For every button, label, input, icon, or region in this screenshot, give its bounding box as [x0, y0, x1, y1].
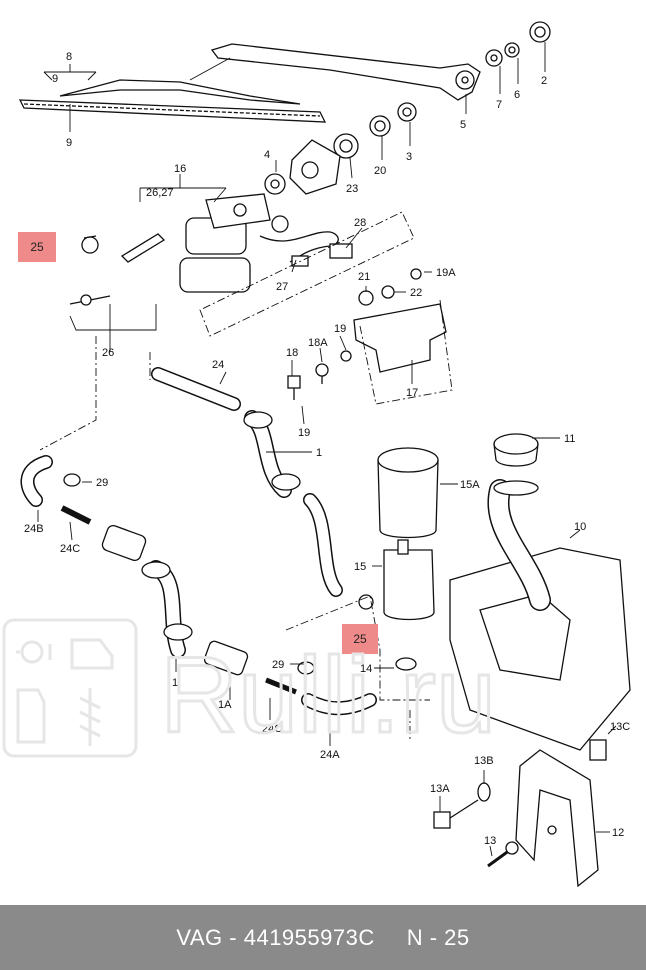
hose-part-24b[interactable] [20, 455, 53, 507]
callout-16: 16 [174, 163, 186, 175]
callout-1-lower: 1 [172, 677, 178, 689]
callout-13: 13 [484, 835, 496, 847]
callout-8: 8 [66, 51, 72, 63]
hose-part-24c[interactable] [60, 505, 92, 525]
bolt-part-13a[interactable] [433, 799, 479, 829]
hose-part-24a[interactable] [265, 677, 377, 716]
callout-6: 6 [514, 89, 520, 101]
nut-part-6[interactable] [504, 42, 520, 58]
footer-bar: VAG - 441955973C N - 25 [0, 905, 646, 970]
cable-harness[interactable] [259, 231, 353, 267]
washer-part-13b[interactable] [477, 782, 491, 802]
callout-28: 28 [354, 217, 366, 229]
callout-labels: 8 9 9 5 2 6 7 3 20 23 4 16 26,27 28 27 1… [24, 51, 630, 847]
bracket-part-12[interactable] [515, 749, 599, 888]
page-indicator: N - 25 [406, 924, 470, 950]
washer-part-7[interactable] [485, 49, 503, 67]
callout-22: 22 [410, 287, 422, 299]
washer-part-20[interactable] [369, 115, 391, 137]
callout-11: 11 [564, 433, 575, 445]
screw-part-13[interactable] [487, 841, 519, 868]
callout-29-upper: 29 [96, 477, 108, 489]
hose-part-1-lower[interactable] [141, 560, 193, 658]
callout-24c: 24C [60, 543, 80, 555]
callout-7: 7 [496, 99, 502, 111]
exploded-parts-diagram: 8 9 9 5 2 6 7 3 20 23 4 16 26,27 28 27 1… [18, 21, 631, 888]
hose-part-1-upper[interactable] [243, 410, 301, 498]
bracket-part-17[interactable] [353, 303, 447, 373]
callout-1a: 1A [218, 699, 232, 711]
plate-part-4[interactable] [264, 139, 341, 195]
callout-21: 21 [358, 271, 370, 283]
callout-24a: 24A [320, 749, 340, 761]
nut-part-21[interactable] [358, 290, 374, 306]
clip-part-25-lower[interactable] [358, 594, 374, 610]
leader-lines [37, 42, 617, 857]
callout-4: 4 [264, 149, 270, 161]
callout-23: 23 [346, 183, 358, 195]
callout-10: 10 [574, 521, 586, 533]
cap-part-11[interactable] [493, 433, 539, 467]
wiper-blade[interactable] [18, 79, 327, 123]
washer-part-22[interactable] [381, 285, 395, 299]
screw-part-18a[interactable] [315, 363, 329, 384]
pump-part-15[interactable] [383, 539, 435, 621]
highlight-badge-25-upper[interactable]: 25 [18, 232, 56, 262]
callout-19-c: 19 [298, 427, 310, 439]
callout-24c-lower: 24C [262, 723, 282, 735]
callout-13c: 13C [610, 721, 630, 733]
callout-2: 2 [541, 75, 547, 87]
callout-9a: 9 [52, 73, 58, 85]
highlight-badge-25-lower[interactable]: 25 [342, 624, 378, 654]
callout-1-upper: 1 [316, 447, 322, 459]
callout-15: 15 [354, 561, 366, 573]
washer-part-19[interactable] [340, 350, 352, 362]
callout-29-lower: 29 [272, 659, 284, 671]
callout-14: 14 [360, 663, 372, 675]
cap-part-2[interactable] [529, 21, 551, 43]
callout-24: 24 [212, 359, 224, 371]
reservoir-part-10[interactable] [449, 547, 631, 751]
pump-link-26[interactable] [69, 233, 166, 306]
callout-19-b: 19 [334, 323, 346, 335]
callout-27: 27 [276, 281, 288, 293]
callout-13b: 13B [474, 755, 494, 767]
callout-24b: 24B [24, 523, 44, 535]
check-valve[interactable] [101, 524, 147, 562]
bolt-part-18[interactable] [287, 375, 301, 400]
nut-part-3[interactable] [397, 102, 417, 122]
clip-part-13c[interactable] [589, 739, 607, 761]
part-number: VAG - 441955973C [176, 924, 375, 950]
wiper-arm[interactable] [210, 43, 481, 101]
callout-12: 12 [612, 827, 624, 839]
callout-13a: 13A [430, 783, 450, 795]
callout-26: 26 [102, 347, 114, 359]
clip-part-25-upper[interactable] [81, 235, 99, 254]
callout-3: 3 [406, 151, 412, 163]
callout-17: 17 [406, 387, 418, 399]
callout-18: 18 [286, 347, 298, 359]
callout-15a: 15A [460, 479, 480, 491]
filter-part-15a[interactable] [377, 447, 439, 539]
hose-part-24[interactable] [151, 367, 241, 411]
wiper-motor[interactable] [179, 193, 289, 293]
callout-9b: 9 [66, 137, 72, 149]
washer-part-19a[interactable] [410, 268, 422, 280]
hose-to-pump[interactable] [303, 493, 343, 597]
grommet-part-14[interactable] [395, 657, 417, 671]
callout-18a: 18A [308, 337, 328, 349]
callout-19a: 19A [436, 267, 456, 279]
seal-part-23[interactable] [333, 133, 359, 159]
callout-20: 20 [374, 165, 386, 177]
clamp-part-29-upper[interactable] [63, 473, 81, 487]
callout-5: 5 [460, 119, 466, 131]
clamp-part-29-lower[interactable] [297, 661, 315, 675]
connector-part-1a[interactable] [203, 640, 249, 676]
filler-neck[interactable] [487, 479, 551, 611]
callout-26-27: 26,27 [146, 187, 174, 199]
